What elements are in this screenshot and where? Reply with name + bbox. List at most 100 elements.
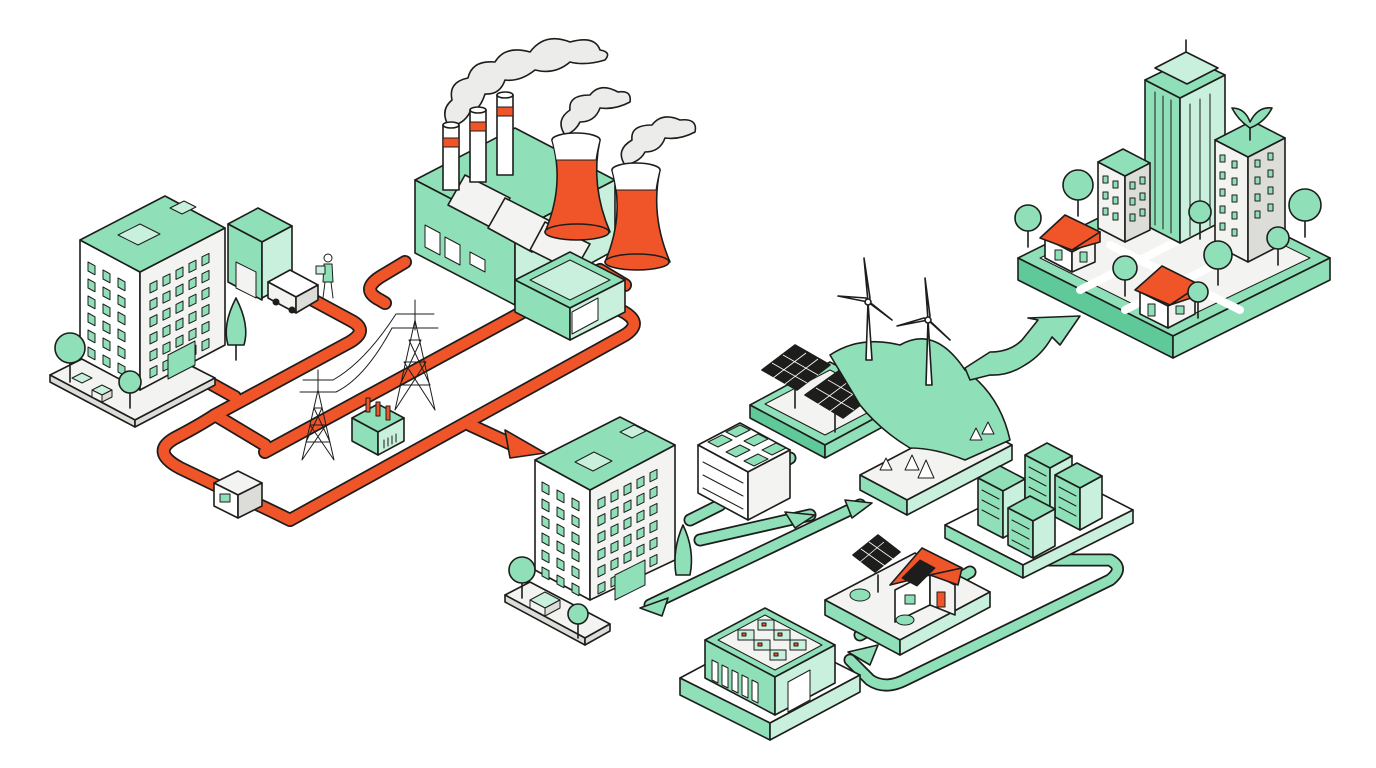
window (149, 331, 158, 345)
tree-icon (1187, 281, 1209, 319)
window (541, 481, 550, 496)
cooling-tower-icon (544, 132, 611, 241)
tree-icon (1112, 255, 1138, 297)
tree-icon (1288, 188, 1322, 238)
window (623, 550, 632, 564)
window (149, 280, 158, 294)
window (201, 320, 210, 335)
arrow-icon (639, 597, 669, 617)
window (597, 547, 606, 561)
sprout-icon (1231, 106, 1273, 141)
skyscraper-icon (1097, 148, 1151, 243)
window (188, 276, 197, 291)
window (188, 327, 197, 342)
tree-icon (1188, 200, 1212, 240)
window (571, 582, 580, 597)
smokestack-icon (496, 91, 514, 176)
window (201, 337, 210, 352)
window (610, 540, 619, 554)
window (571, 497, 580, 512)
window (649, 468, 658, 483)
window (149, 297, 158, 311)
window (162, 341, 171, 355)
battery-storage (679, 607, 861, 741)
delivery-worker-icon (315, 253, 334, 299)
window (556, 540, 565, 555)
arrow-icon (844, 499, 873, 519)
legacy-office-building (49, 195, 334, 428)
crates (71, 372, 113, 403)
window (149, 314, 158, 328)
window (541, 515, 550, 530)
solar-panel-icon (761, 344, 831, 409)
window (556, 574, 565, 589)
window (649, 536, 658, 551)
window (201, 252, 210, 267)
window (597, 513, 606, 527)
window (162, 273, 171, 287)
window (87, 261, 96, 276)
window (597, 581, 606, 595)
tree-icon (674, 524, 693, 576)
window (623, 533, 632, 547)
window (102, 269, 111, 284)
window (162, 307, 171, 321)
window (556, 557, 565, 572)
window (556, 523, 565, 538)
tree-icon (508, 556, 536, 599)
crates (529, 591, 561, 617)
window (571, 514, 580, 529)
window (649, 519, 658, 534)
window (87, 346, 96, 361)
window (201, 286, 210, 301)
window (117, 311, 126, 326)
cooling-tower-icon (604, 162, 671, 271)
window (571, 565, 580, 580)
window (649, 485, 658, 500)
window (636, 543, 645, 558)
server-rack-icon (1007, 495, 1056, 559)
window (636, 526, 645, 541)
solar-house (824, 534, 991, 656)
window (117, 328, 126, 343)
data-center (944, 442, 1134, 579)
window (188, 259, 197, 274)
window (541, 532, 550, 547)
tree-icon (879, 421, 995, 479)
window (610, 523, 619, 537)
window (201, 303, 210, 318)
smokestack-icon (442, 121, 460, 191)
transformer-icon (351, 397, 405, 456)
tree-icon (1062, 169, 1094, 217)
window (571, 531, 580, 546)
factory (414, 37, 697, 341)
tree-icon (1014, 204, 1042, 248)
house-icon (1039, 214, 1101, 273)
window (541, 549, 550, 564)
transmission-tower-icon (391, 299, 439, 411)
window (87, 312, 96, 327)
skyscraper-icon (1214, 106, 1286, 263)
arrow-icon (504, 429, 546, 459)
window (175, 300, 184, 314)
green-city (1014, 39, 1331, 359)
window (175, 283, 184, 297)
transmission-infrastructure (213, 299, 439, 519)
house-icon (1134, 265, 1201, 329)
skyscraper-icon (1144, 39, 1226, 244)
window (610, 506, 619, 520)
arrow-icon (784, 511, 816, 529)
tree-icon (225, 297, 247, 361)
window (102, 286, 111, 301)
wind-farm (829, 257, 1013, 516)
server-rack-icon (1054, 462, 1103, 531)
wind-turbine-icon (837, 257, 893, 361)
solar-panel-icon (852, 534, 901, 593)
window (188, 310, 197, 325)
window (117, 277, 126, 292)
window (571, 548, 580, 563)
window (610, 557, 619, 571)
window (610, 489, 619, 503)
window (556, 489, 565, 504)
